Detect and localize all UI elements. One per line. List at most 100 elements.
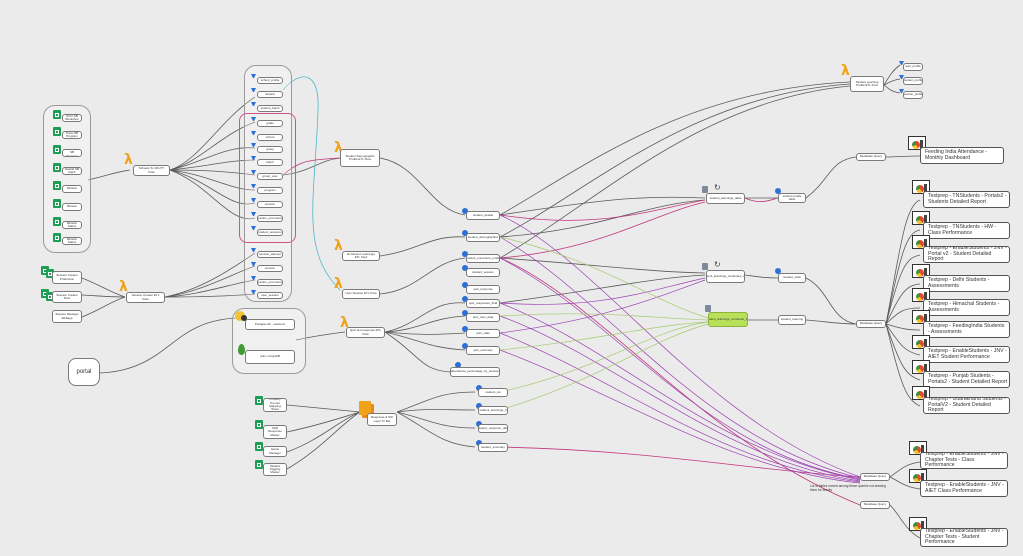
table-node[interactable]: session_occurrence xyxy=(257,279,283,286)
report-node[interactable]: Testprep - Delhi Students - Assessments xyxy=(923,275,1010,292)
query-node[interactable]: Metabase Query xyxy=(856,320,886,328)
sheet-icon xyxy=(46,269,54,278)
table-node[interactable]: grade xyxy=(257,120,283,127)
table-node[interactable]: session_attempt xyxy=(257,251,283,258)
sheet-node[interactable]: Mission Status xyxy=(62,221,82,229)
right-table-node[interactable]: session_profile xyxy=(903,91,923,99)
node-badge-icon xyxy=(462,296,468,302)
mid-node[interactable]: quiz_summary xyxy=(466,346,500,355)
layer-node[interactable]: student_stats xyxy=(778,273,806,283)
mid-node[interactable]: quiz_user_data xyxy=(466,313,500,322)
query-node[interactable]: Metabase Query xyxy=(860,473,890,481)
table-node[interactable]: session xyxy=(257,265,283,272)
node-badge-icon xyxy=(462,251,468,257)
mid-node[interactable]: student_session xyxy=(466,268,500,277)
sheet-node[interactable]: NCO-SB Workshop xyxy=(62,114,82,122)
report-node[interactable]: Testprep - EnableStudents - JNV - Chapte… xyxy=(920,528,1008,547)
node-badge-icon xyxy=(462,343,468,349)
layer-node[interactable]: student_learnings_table xyxy=(706,193,745,204)
table-node[interactable]: student_sessions xyxy=(257,229,283,236)
mid-node[interactable]: student_learnings_3 xyxy=(478,406,508,415)
report-node[interactable]: Testprep - TNStudents - HW - Class Perfo… xyxy=(923,222,1010,239)
mid-node[interactable]: attendance_percentage_by_session xyxy=(450,367,500,377)
table-icon xyxy=(251,102,256,106)
sheet-node[interactable]: Mission xyxy=(62,203,82,211)
report-icon xyxy=(912,264,930,278)
view-icon xyxy=(702,186,708,193)
sheet-node[interactable]: Nashik-SB Program xyxy=(62,149,82,157)
postgres-node[interactable]: Postgres db - sessions xyxy=(245,319,295,330)
mid-node[interactable]: student_details xyxy=(466,211,500,220)
mid-node[interactable]: quiz_responses_final xyxy=(466,299,500,308)
report-node[interactable]: Testprep - TNStudents - Portals2 - Stude… xyxy=(923,191,1010,208)
report-node[interactable]: Testprep - FeedingIndia Students - Asses… xyxy=(923,321,1010,338)
lambda-response[interactable]: Response & SSI Layer To Bot xyxy=(367,413,397,426)
session-source-node[interactable]: Session Creator Production xyxy=(52,271,82,284)
sheets-group xyxy=(43,105,91,253)
report-icon xyxy=(912,335,930,349)
portal-node[interactable]: portal xyxy=(68,358,100,386)
table-node[interactable]: session_occurrence xyxy=(257,215,283,222)
report-node[interactable]: Testprep - EnableStudents - JNV - AIET S… xyxy=(923,346,1010,363)
table-node[interactable]: program xyxy=(257,187,283,194)
report-node[interactable]: Testprep - EnableStudents - JNV - Portal… xyxy=(923,246,1010,263)
mid-node[interactable]: quiz_stats xyxy=(466,329,500,338)
mongodb-node[interactable]: quiz mongoDB xyxy=(245,350,295,364)
report-node[interactable]: Testprep - Uttarakhand Students - Portal… xyxy=(923,397,1010,414)
lambda-enrollment[interactable]: Enrolment Learnings ETL Flow xyxy=(342,251,380,261)
sheet-icon xyxy=(53,145,61,154)
mid-node[interactable]: quiz_response xyxy=(466,285,500,294)
mid-node[interactable]: student_response_data xyxy=(478,424,508,433)
report-node[interactable]: Testprep - EnableStudents - JNV - AIET C… xyxy=(920,480,1008,497)
sheet-node[interactable]: Mission Status xyxy=(62,237,82,245)
right-table-node[interactable]: quiz_profile xyxy=(903,63,923,71)
lambda-quiz[interactable]: Quiz test response ETL Flow xyxy=(346,327,385,338)
layer-node[interactable]: student_learning xyxy=(778,315,806,325)
report-node[interactable]: Testprep - Punjab Students - Portals2 - … xyxy=(923,371,1010,388)
mid-node[interactable]: student_summary xyxy=(478,443,508,452)
lambda-user-session[interactable]: User Session ETL Flow xyxy=(342,289,380,299)
layer-node[interactable]: student profile table xyxy=(778,193,806,203)
layer-node-highlight[interactable]: student_learnings_combined_MV xyxy=(708,312,748,327)
table-node[interactable]: batch xyxy=(257,159,283,166)
mongodb-icon xyxy=(238,344,245,355)
table-node[interactable]: school xyxy=(257,134,283,141)
sheet-node[interactable]: Pune-SB Program xyxy=(62,131,82,139)
report-node[interactable]: Testprep - EnableStudents - JNV - Chapte… xyxy=(920,452,1008,469)
table-node[interactable]: student xyxy=(257,91,283,98)
lambda-schools[interactable]: Schools To CRUTT Flow xyxy=(133,165,170,176)
lower-sheet-node[interactable]: Student Tagging Master xyxy=(263,463,287,476)
mid-node[interactable]: student_enrolment_profile xyxy=(466,254,500,263)
table-node[interactable]: student_batch xyxy=(257,105,283,112)
lower-sheet-node[interactable]: Property Prompt Mapping Sheet xyxy=(263,398,287,412)
table-node[interactable]: session xyxy=(257,201,283,208)
node-badge-icon xyxy=(462,282,468,288)
lower-sheet-node[interactable]: SSR Response Master xyxy=(263,425,287,439)
layer-node[interactable]: student_learnings_combined_view xyxy=(706,270,745,283)
lambda-student-demographic[interactable]: Student Demographic Profile ETL Flow xyxy=(340,149,380,167)
report-icon xyxy=(912,288,930,302)
report-node[interactable]: Testprep - Himachal Students - Assessmen… xyxy=(923,299,1010,316)
sheet-node[interactable]: Nashik SB batch xyxy=(62,167,82,175)
report-node[interactable]: Feeding India Attendance - Monthly Dashb… xyxy=(920,147,1004,164)
table-node[interactable]: group_user xyxy=(257,173,283,180)
query-node[interactable]: Metabase Query xyxy=(860,501,890,509)
table-node[interactable]: user_session xyxy=(257,292,283,299)
session-source-node[interactable]: Session Creator Flow xyxy=(52,291,82,303)
mid-node[interactable]: student_ssi xyxy=(478,388,508,397)
sheet-icon xyxy=(255,460,263,469)
mid-node[interactable]: student_demographics xyxy=(466,233,500,242)
lower-sheet-node[interactable]: Game Manager xyxy=(263,446,287,457)
table-node[interactable]: school_profile xyxy=(257,77,283,84)
table-icon xyxy=(251,276,256,280)
lambda-student-learning[interactable]: Student Learning Profile ETL Flow xyxy=(850,76,884,92)
node-badge-icon xyxy=(462,208,468,214)
query-node[interactable]: Metabase Query xyxy=(856,153,886,161)
session-source-node[interactable]: Session Manager Webapp xyxy=(52,310,82,323)
sheet-icon xyxy=(53,127,61,136)
table-node[interactable]: group xyxy=(257,146,283,153)
lambda-session-creator[interactable]: Session Creator ETL Flow xyxy=(126,292,165,303)
sheet-node[interactable]: Mission xyxy=(62,185,82,193)
right-table-node[interactable]: student_profile xyxy=(903,77,923,85)
